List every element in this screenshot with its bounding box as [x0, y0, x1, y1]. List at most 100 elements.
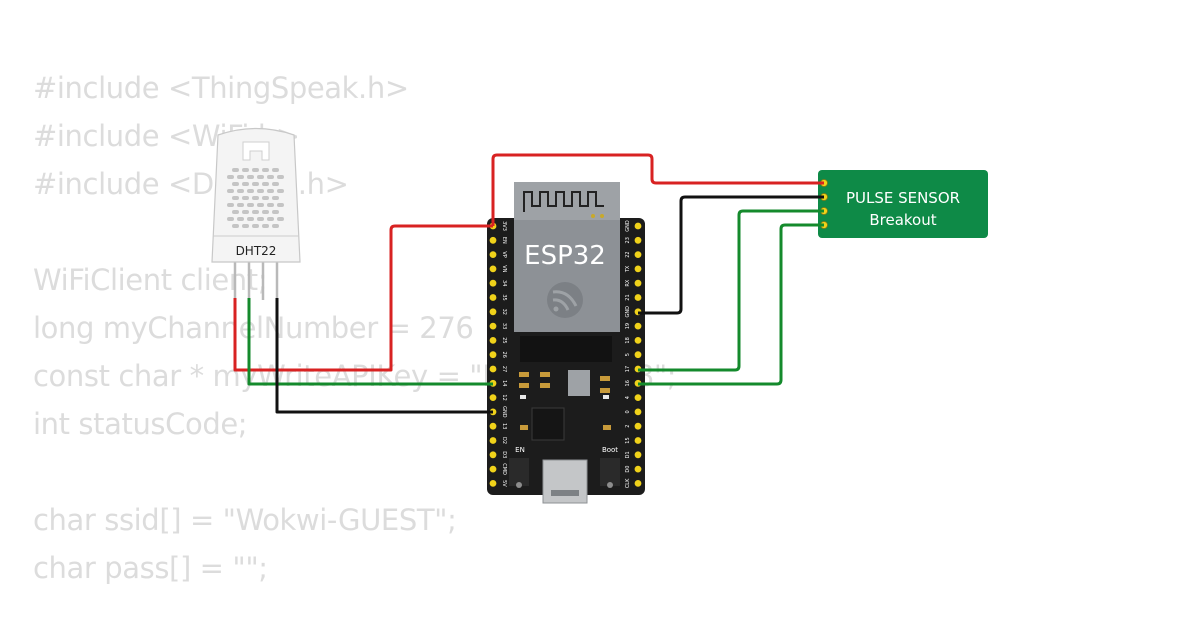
- dht-vent: [267, 175, 274, 179]
- smd-part: [603, 425, 611, 430]
- wire-dht-data[interactable]: [247, 298, 493, 386]
- code-line: #include <ThingSpeak.h>: [33, 71, 409, 105]
- header-pin[interactable]: [489, 351, 497, 359]
- dht-slot: [242, 141, 270, 161]
- wire-dht-vcc[interactable]: [233, 224, 493, 372]
- header-pin[interactable]: [634, 480, 642, 487]
- header-pin[interactable]: [489, 465, 497, 473]
- dht-vent: [252, 210, 259, 214]
- dht-vent: [267, 217, 274, 221]
- dht-vent: [272, 182, 279, 186]
- wires: [233, 153, 824, 414]
- header-pin[interactable]: [489, 251, 497, 258]
- pin-label: 27: [501, 366, 507, 372]
- code-line: WiFiClient client;: [33, 263, 268, 297]
- header-pin[interactable]: [634, 351, 642, 359]
- dht-vent: [262, 196, 269, 200]
- led: [520, 395, 526, 399]
- header-pin[interactable]: [489, 394, 497, 401]
- header-pin[interactable]: [634, 265, 642, 273]
- pin-label: D2: [501, 437, 507, 444]
- header-pin[interactable]: [634, 408, 642, 416]
- header-pin[interactable]: [634, 437, 642, 444]
- header-pin[interactable]: [634, 322, 642, 330]
- header-pin[interactable]: [634, 422, 642, 430]
- header-pin[interactable]: [489, 422, 497, 430]
- dht-vent: [252, 182, 259, 186]
- regulator: [568, 370, 590, 396]
- header-pin[interactable]: [634, 251, 642, 258]
- dht-vent: [232, 224, 239, 228]
- wire-pulse-vcc[interactable]: [491, 153, 824, 226]
- pin-label: 16: [625, 380, 631, 386]
- wire-pulse-signal[interactable]: [638, 209, 824, 372]
- en-button[interactable]: [509, 458, 529, 486]
- pin-label: 23: [625, 237, 631, 243]
- pin-label: 35: [501, 294, 507, 300]
- dht-vent: [232, 196, 239, 200]
- pin-label: 22: [625, 251, 631, 257]
- dht-vent: [257, 203, 264, 207]
- dht-vent: [252, 168, 259, 172]
- header-pin[interactable]: [634, 294, 642, 301]
- dht-vent: [232, 168, 239, 172]
- led: [603, 395, 609, 399]
- header-pin[interactable]: [634, 337, 642, 344]
- pin-label: 13: [501, 423, 507, 429]
- header-pin[interactable]: [634, 222, 642, 230]
- wire-pulse-gnd[interactable]: [638, 195, 824, 315]
- left-pin-header: 3V3ENVPVN343532332526271412GND13D2D3CMD5…: [489, 221, 507, 487]
- dht22-sensor[interactable]: DHT22: [211, 127, 301, 301]
- dht-vent: [227, 175, 234, 179]
- smd-part: [520, 425, 528, 430]
- header-pin[interactable]: [489, 365, 497, 373]
- boot-button-cap: [607, 482, 613, 488]
- header-pin[interactable]: [489, 265, 497, 273]
- wire-dht-gnd[interactable]: [275, 298, 493, 414]
- pin-label: 21: [625, 294, 631, 300]
- header-pin[interactable]: [489, 480, 497, 487]
- dht-vent: [237, 203, 244, 207]
- pulse-sensor[interactable]: PULSE SENSOR Breakout: [818, 170, 988, 238]
- dht-vent: [277, 175, 284, 179]
- dht-vent: [247, 217, 254, 221]
- header-pin[interactable]: [489, 236, 497, 244]
- en-label: EN: [515, 446, 525, 454]
- dht-vent: [272, 196, 279, 200]
- pin-label: TX: [625, 265, 631, 273]
- wire-pulse-signal-2[interactable]: [638, 223, 824, 386]
- header-pin[interactable]: [489, 451, 497, 459]
- dht-vent: [277, 217, 284, 221]
- dht-vent: [272, 210, 279, 214]
- pin-label: D1: [625, 451, 631, 458]
- pulse-label-line1: PULSE SENSOR: [846, 189, 960, 207]
- en-button-cap: [516, 482, 522, 488]
- header-pin[interactable]: [489, 337, 497, 344]
- header-pin[interactable]: [489, 322, 497, 330]
- header-pin[interactable]: [634, 279, 642, 287]
- dht-vent: [237, 189, 244, 193]
- smd-part: [600, 376, 610, 381]
- smd-part: [540, 372, 550, 377]
- dht-label: DHT22: [236, 244, 277, 258]
- module-base: [520, 336, 612, 362]
- header-pin[interactable]: [634, 451, 642, 459]
- boot-button[interactable]: [600, 458, 620, 486]
- header-pin[interactable]: [634, 236, 642, 244]
- dht-vent: [267, 189, 274, 193]
- header-pin[interactable]: [489, 308, 497, 316]
- header-pin[interactable]: [489, 294, 497, 301]
- header-pin[interactable]: [489, 437, 497, 444]
- header-pin[interactable]: [489, 279, 497, 287]
- pin-label: 33: [501, 323, 507, 329]
- header-pin[interactable]: [634, 465, 642, 473]
- boot-label: Boot: [602, 446, 618, 454]
- dht-vent: [272, 224, 279, 228]
- dht-vent: [252, 224, 259, 228]
- dht-grille: [227, 168, 284, 228]
- dht-vent: [247, 175, 254, 179]
- pin-label: GND: [501, 406, 507, 418]
- header-pin[interactable]: [634, 394, 642, 401]
- pin-label: 5: [625, 353, 631, 356]
